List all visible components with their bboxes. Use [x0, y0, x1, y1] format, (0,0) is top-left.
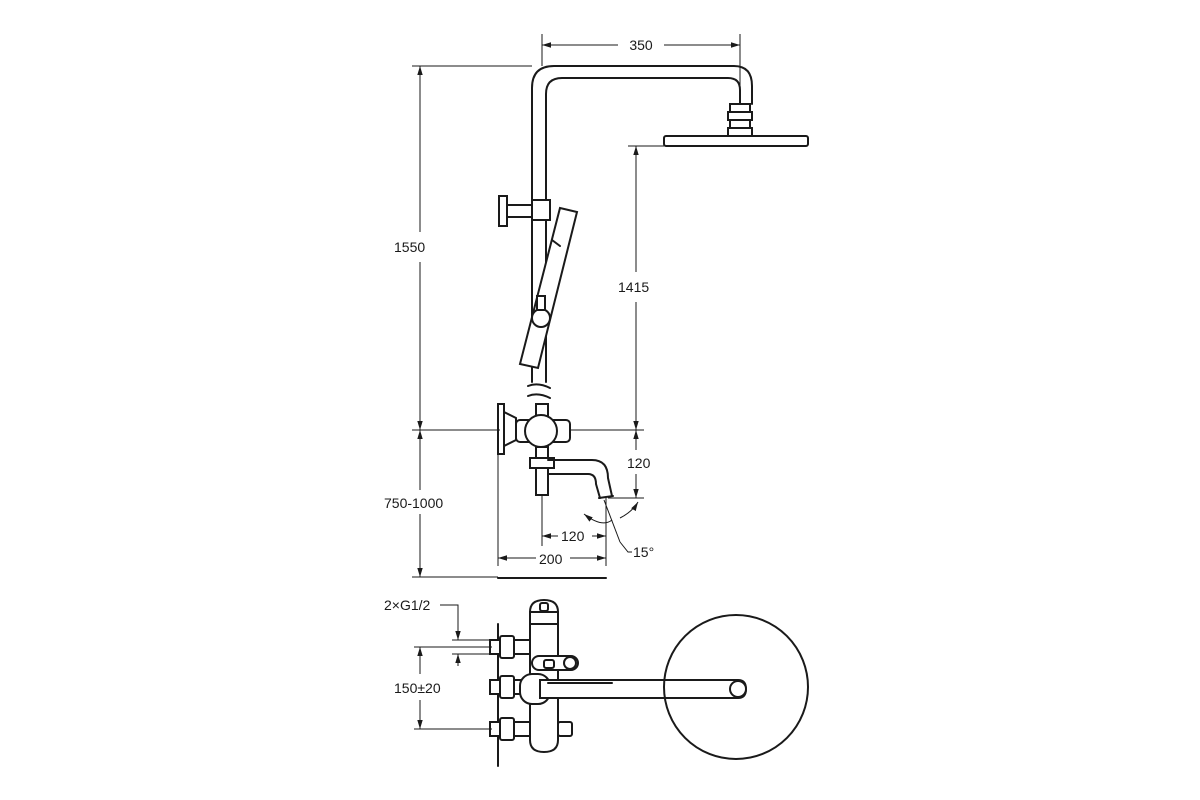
head-connector: [727, 103, 753, 137]
hand-shower: [518, 206, 579, 370]
dim-label-120-horizontal: 120: [561, 528, 585, 544]
bath-spout: [547, 459, 613, 497]
front-view: [497, 65, 809, 499]
dim-connections: 2×G1/2: [384, 597, 492, 666]
dim-head-height: 1415: [618, 146, 649, 430]
dim-mixer-height: 750-1000: [384, 430, 443, 577]
shower-arm: [519, 673, 748, 705]
dim-label-750-1000: 750-1000: [384, 495, 443, 511]
top-view: 2×G1/2 150±20: [384, 597, 809, 767]
dim-label-350: 350: [629, 37, 653, 53]
dim-spout-drop: 120: [627, 430, 651, 498]
dim-label-150: 150±20: [394, 680, 441, 696]
dim-inlet-spacing: 150±20: [394, 646, 492, 730]
handle-lever: [531, 655, 579, 671]
dim-total-height: 1550: [394, 66, 425, 430]
dim-label-200: 200: [539, 551, 563, 567]
dim-label-15deg: 15°: [633, 544, 654, 560]
dim-spout-angle: 15°: [583, 501, 654, 560]
dim-label-120-vertical: 120: [627, 455, 651, 471]
dim-label-1550: 1550: [394, 239, 425, 255]
inlet-top: [489, 635, 531, 659]
inlet-bottom: [489, 717, 573, 741]
pipe-break: [527, 383, 551, 389]
shower-head-top: [663, 614, 809, 760]
shower-head: [663, 135, 809, 147]
mixer-body: [497, 403, 571, 496]
dim-mixer-depth: 200: [498, 551, 606, 567]
dim-spout-reach: 120: [542, 528, 606, 544]
dim-label-connections: 2×G1/2: [384, 597, 431, 613]
riser-pipe-inner: [545, 77, 741, 383]
slide-knob: [531, 308, 551, 328]
dim-arm-width: 350: [542, 37, 740, 53]
wall-bracket: [498, 195, 551, 227]
dim-label-1415: 1415: [618, 279, 649, 295]
riser-pipe: [531, 65, 753, 383]
